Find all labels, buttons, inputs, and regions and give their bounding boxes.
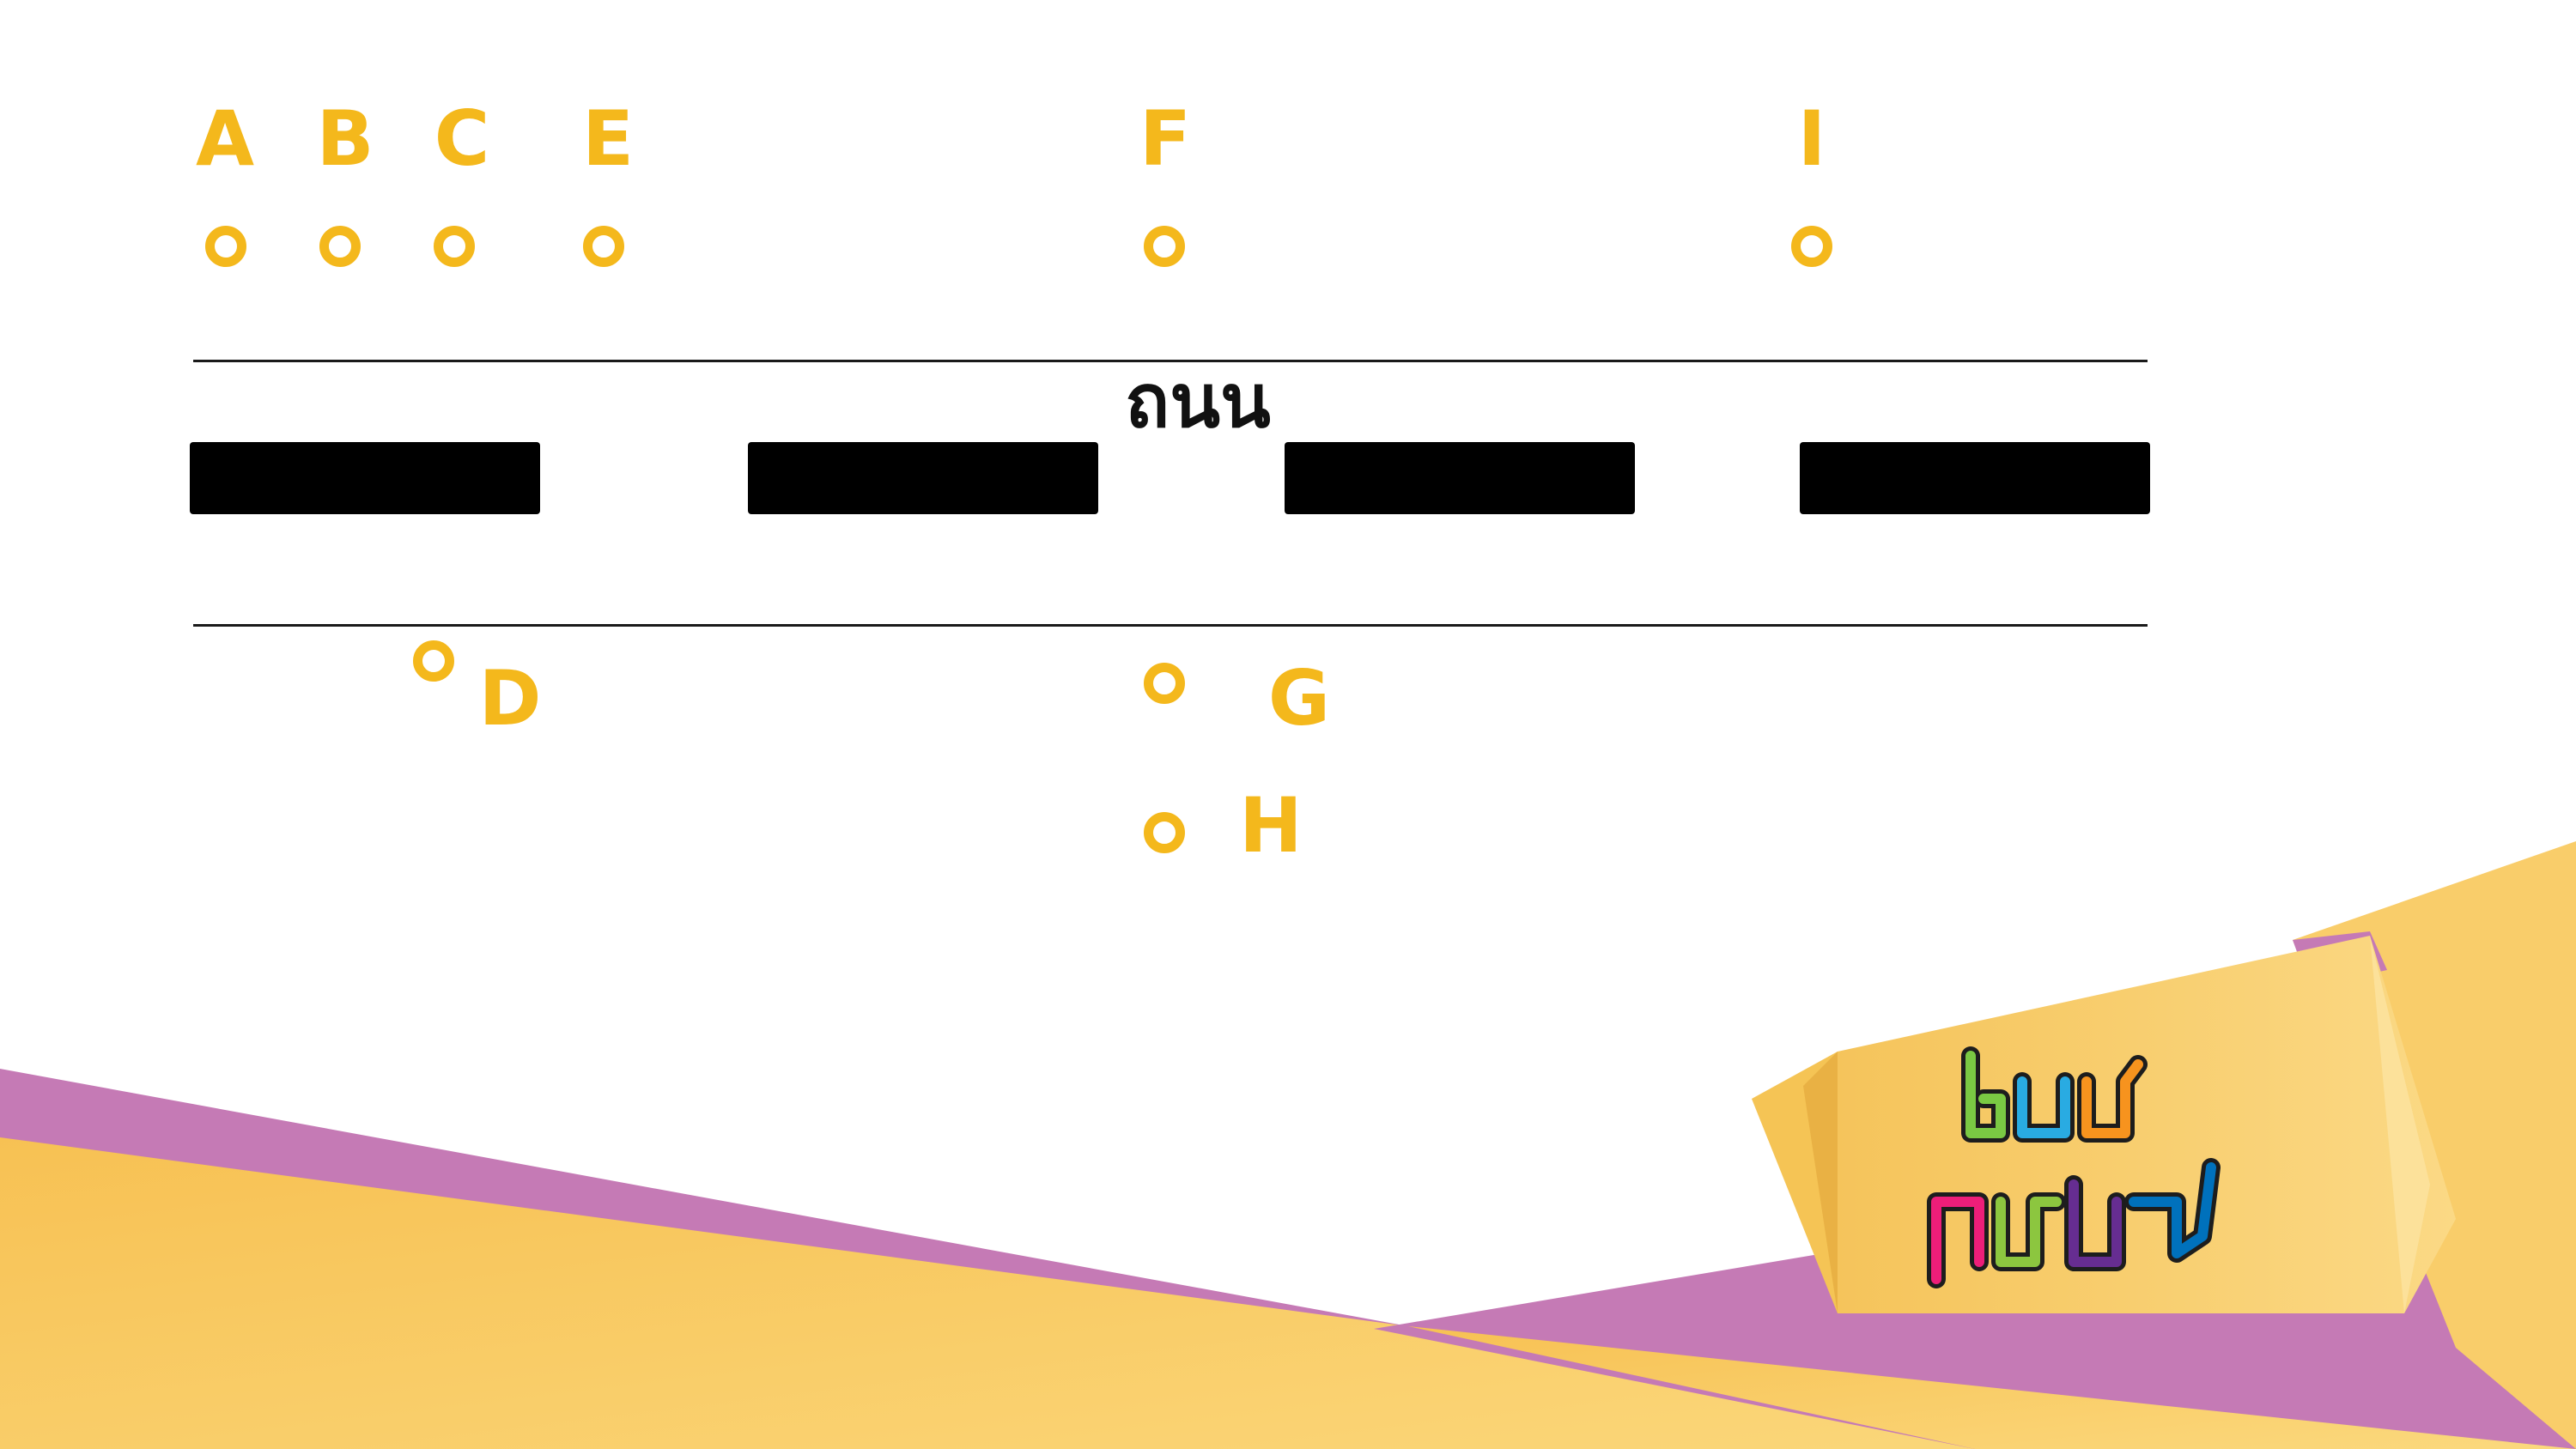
point-label-b: B (316, 94, 374, 183)
lane-marking (748, 442, 1098, 514)
point-e (583, 226, 624, 267)
point-d (413, 640, 454, 682)
point-i (1791, 226, 1832, 267)
point-f (1144, 226, 1185, 267)
point-label-c: C (434, 94, 490, 183)
point-label-a: A (195, 94, 255, 183)
lane-marking (1285, 442, 1635, 514)
point-label-i: I (1797, 94, 1826, 183)
point-label-h: H (1239, 781, 1303, 870)
point-label-f: F (1139, 94, 1192, 183)
lane-marking (1800, 442, 2150, 514)
road-top-edge (193, 360, 2148, 362)
road-bottom-edge (193, 624, 2148, 627)
point-label-d: D (478, 654, 542, 743)
point-label-e: E (581, 94, 635, 183)
point-g (1144, 663, 1185, 704)
road-label: ถนน (1125, 359, 1271, 445)
lane-marking (190, 442, 540, 514)
point-a (205, 226, 246, 267)
point-h (1144, 812, 1185, 853)
som-sak-logo (1927, 1046, 2221, 1288)
point-c (434, 226, 475, 267)
point-label-g: G (1267, 654, 1331, 743)
point-b (319, 226, 361, 267)
